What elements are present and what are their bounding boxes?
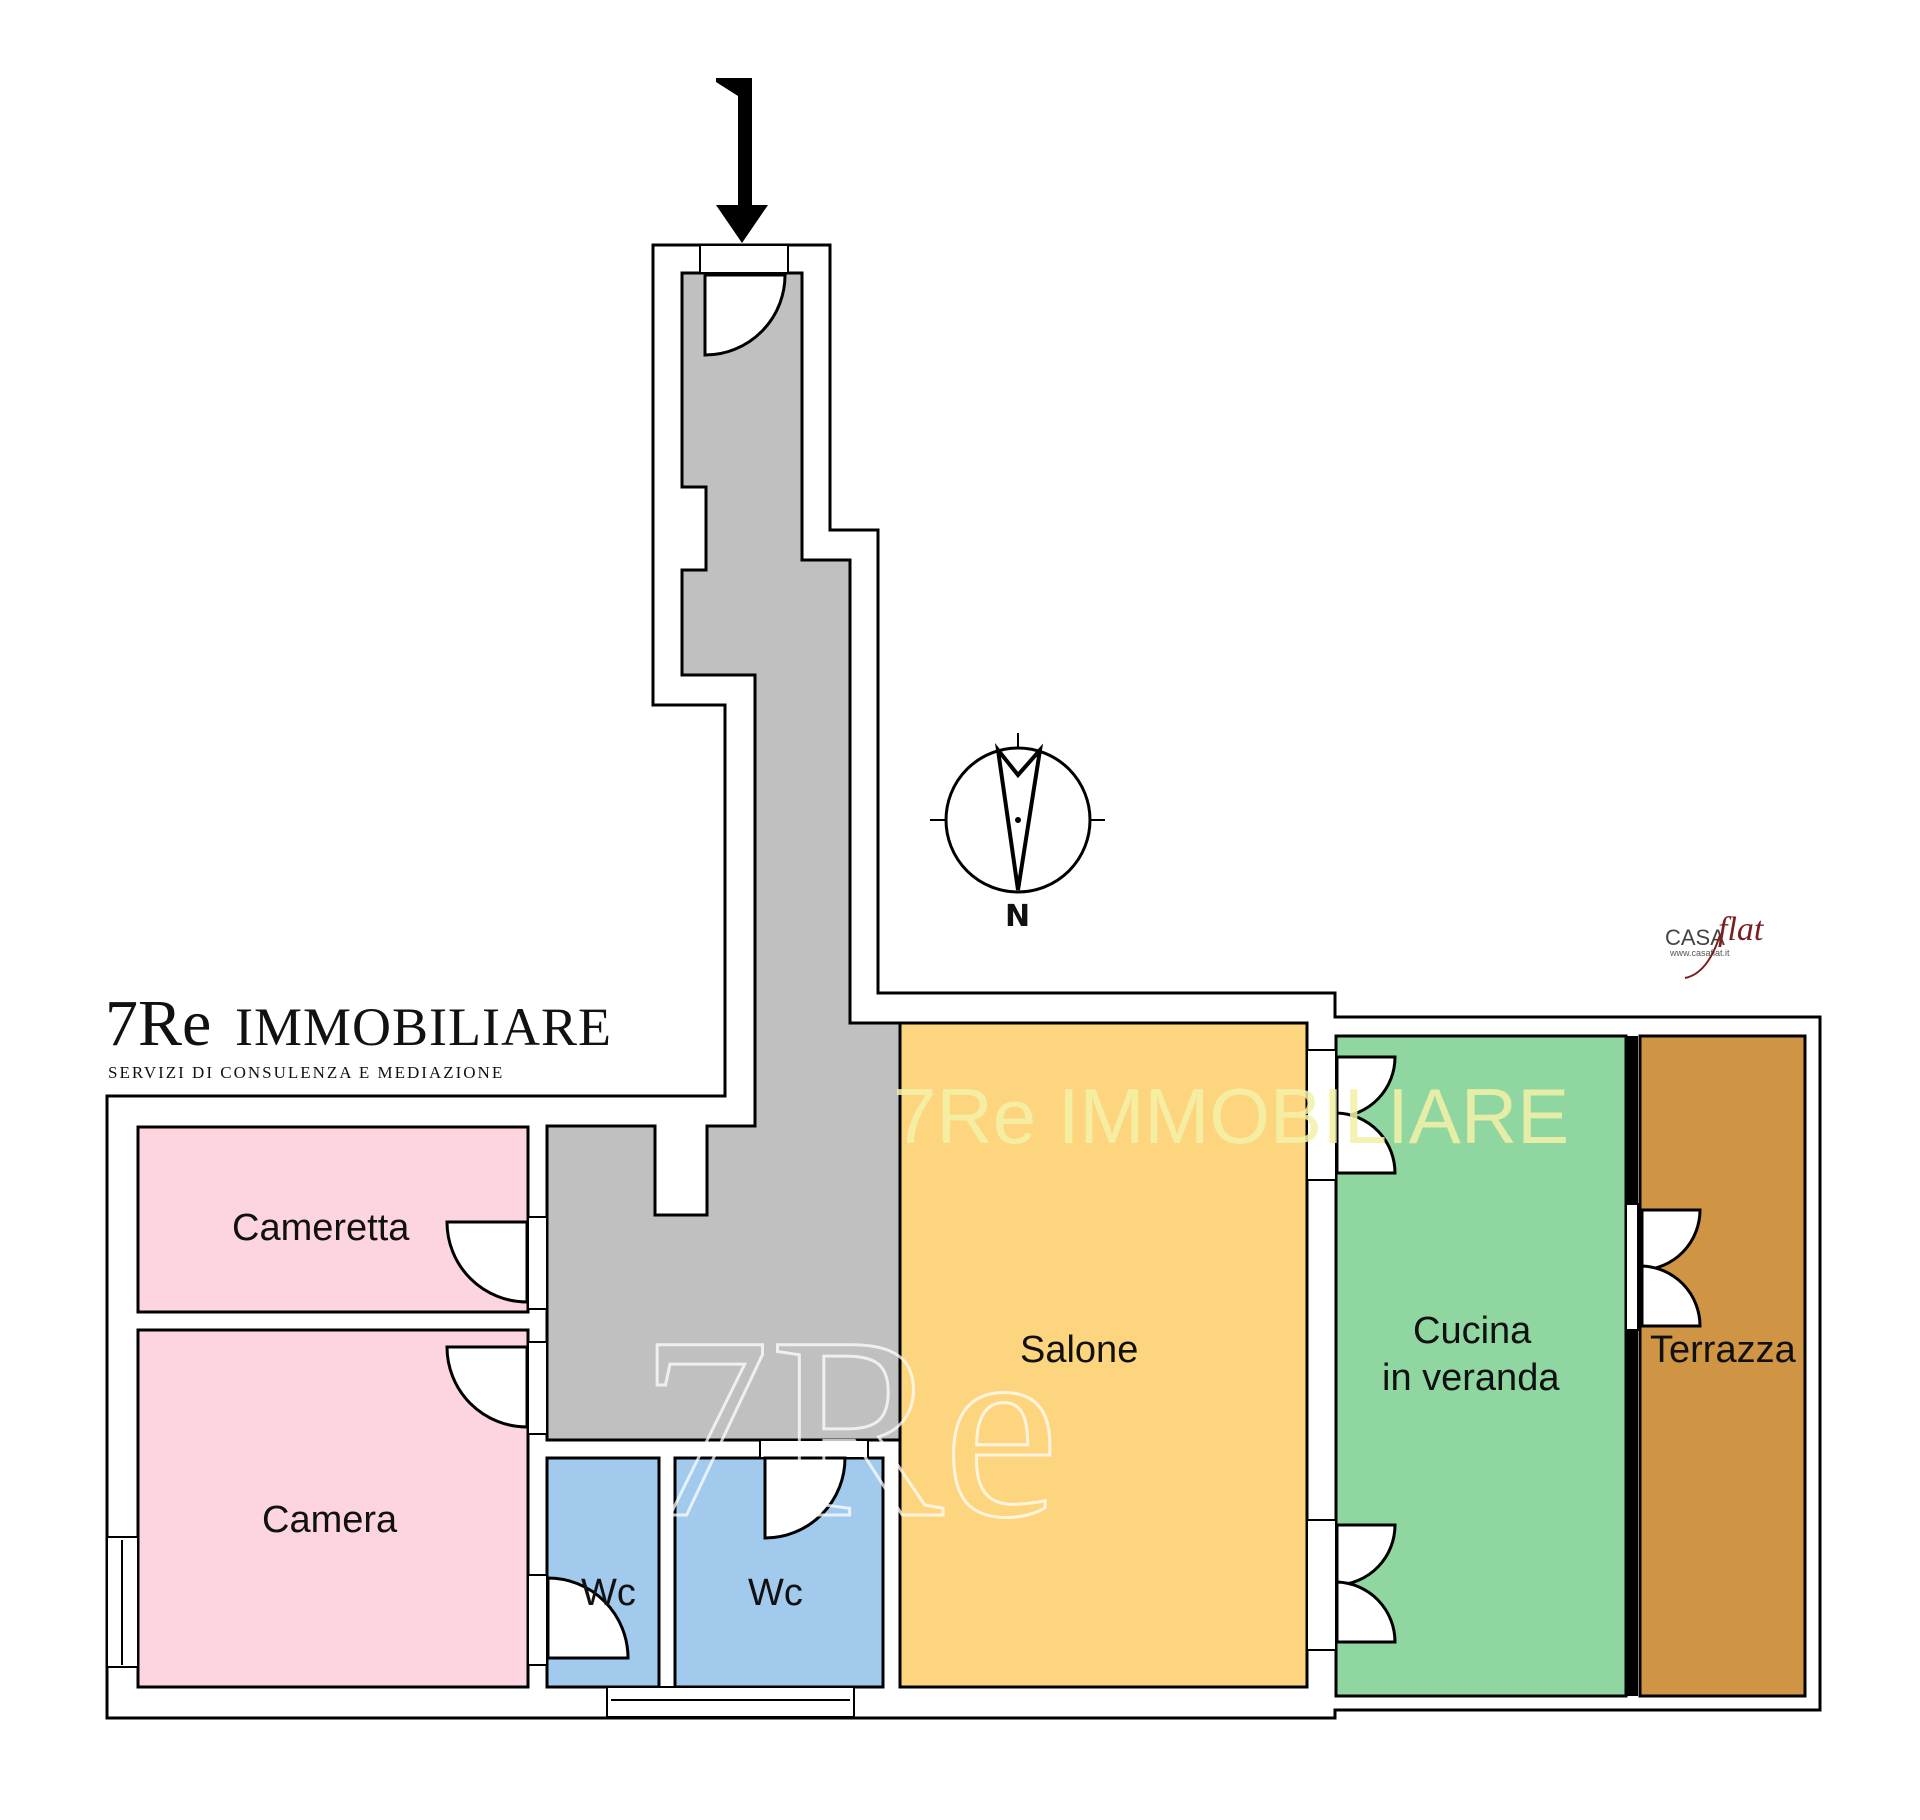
label-cameretta: Cameretta [232, 1207, 410, 1249]
door-camera-icon [445, 1345, 529, 1429]
veranda-wall [1626, 1036, 1638, 1696]
label-cucina-line2: in veranda [1382, 1357, 1560, 1399]
label-camera: Camera [262, 1499, 398, 1541]
label-wc-small: Wc [581, 1572, 636, 1614]
window-lines [121, 1540, 850, 1701]
casaflat-url: www.casaflat.it [1669, 948, 1730, 958]
casaflat-swoosh-icon [1684, 934, 1721, 979]
entrance-door-icon [703, 272, 787, 357]
room-cameretta [136, 1125, 530, 1314]
corridor [545, 271, 902, 1442]
logo-7re: 7Re IMMOBILIARE SERVIZI DI CONSULENZA E … [105, 987, 612, 1082]
room-salone [898, 1021, 1309, 1689]
door-wc-large-icon [763, 1456, 847, 1540]
door-terrazza-2-icon [1640, 1264, 1702, 1328]
casaflat-flat: flat [1718, 911, 1765, 948]
watermark-text: 7Re IMMOBILIARE [893, 1072, 1569, 1160]
room-terrazza [1638, 1034, 1807, 1698]
entrance-arrow-icon [716, 78, 768, 243]
logo-mark: 7Re [105, 987, 211, 1060]
door-wc-small-icon [546, 1576, 630, 1660]
label-terrazza: Terrazza [1650, 1329, 1797, 1371]
compass-north-label: N [1005, 899, 1030, 934]
compass: N [930, 733, 1105, 934]
label-salone: Salone [1020, 1329, 1138, 1371]
watermark-mark: 7Re [640, 1284, 1059, 1572]
door-cameretta-icon [445, 1220, 529, 1304]
logo-casaflat: CASA flat www.casaflat.it [1665, 911, 1765, 979]
label-wc-large: Wc [748, 1572, 803, 1614]
doors [445, 272, 1702, 1660]
label-cucina-line1: Cucina [1413, 1310, 1532, 1352]
door-cucina-top-2-icon [1335, 1111, 1397, 1175]
logo-tagline: SERVIZI DI CONSULENZA E MEDIAZIONE [108, 1063, 504, 1082]
door-cucina-bottom-2-icon [1335, 1580, 1397, 1644]
logo-name: IMMOBILIARE [235, 997, 612, 1057]
